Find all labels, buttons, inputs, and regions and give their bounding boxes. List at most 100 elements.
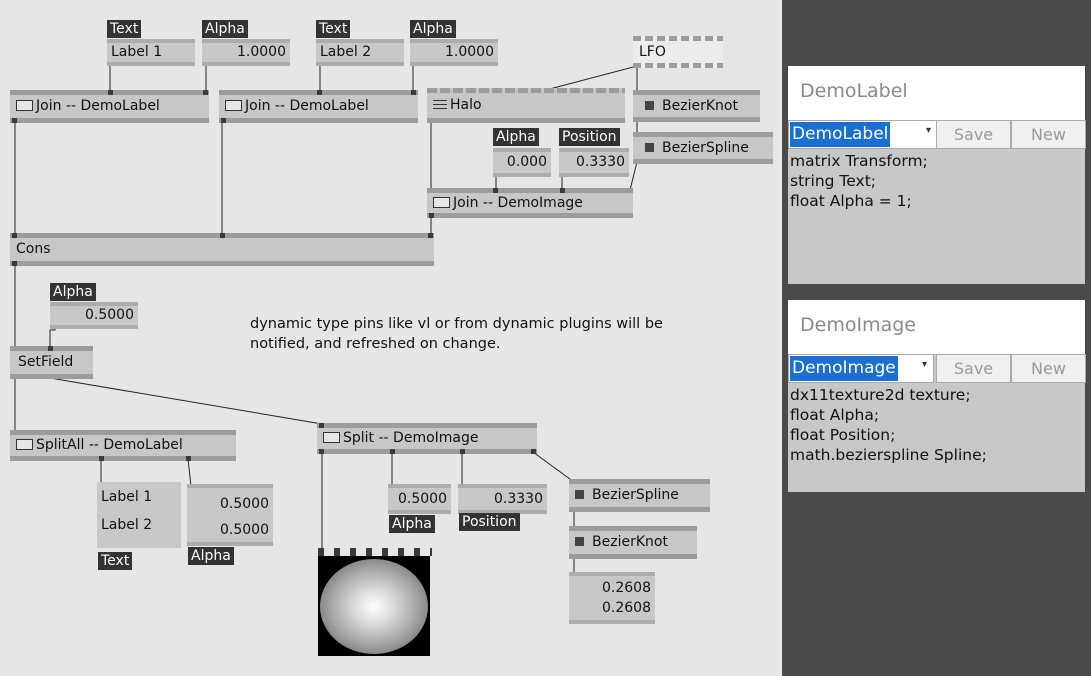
node-window-icon — [16, 439, 33, 450]
text2-tag: Text — [316, 20, 351, 38]
lfo-node[interactable]: LFO — [633, 36, 723, 68]
demoimage-panel-header: DemoImage — [788, 300, 1085, 354]
node-square-icon — [645, 101, 654, 110]
node-window-icon — [323, 432, 340, 443]
input-pin[interactable] — [220, 233, 225, 238]
demolabel-panel-header: DemoLabel — [788, 66, 1085, 120]
split-demoimage-node[interactable]: Split -- DemoImage — [317, 423, 537, 454]
halo-alpha-iobox[interactable]: 0.000 — [493, 148, 551, 177]
halo-alpha-tag: Alpha — [493, 128, 539, 146]
output-pin[interactable] — [531, 449, 536, 454]
splitall-alpha-value-1: 0.5000 — [220, 496, 269, 512]
knot-values-iobox[interactable]: 0.2608 0.2608 — [569, 572, 655, 624]
input-pin[interactable] — [560, 188, 565, 193]
demolabel-save-button[interactable]: Save — [936, 120, 1011, 149]
split-position-iobox[interactable]: 0.3330 — [458, 484, 547, 514]
setfield-node[interactable]: SetField — [10, 346, 93, 379]
join-demoimage-node[interactable]: Join -- DemoImage — [427, 188, 633, 218]
setfield-label: SetField — [18, 354, 74, 370]
join-demolabel-1-label: Join -- DemoLabel — [36, 98, 160, 114]
split-demoimage-label: Split -- DemoImage — [343, 430, 479, 446]
node-square-icon — [645, 143, 654, 152]
splitall-alpha-tag: Alpha — [188, 547, 234, 565]
node-window-icon — [225, 100, 242, 111]
input-pin[interactable] — [319, 423, 324, 428]
alpha1-value: 1.0000 — [237, 44, 286, 60]
output-pin[interactable] — [460, 449, 465, 454]
splitall-text-iobox[interactable]: Label 1 Label 2 — [97, 482, 181, 548]
output-pin[interactable] — [390, 449, 395, 454]
join-demolabel-2-label: Join -- DemoLabel — [245, 98, 369, 114]
split-alpha-iobox[interactable]: 0.5000 — [388, 484, 451, 514]
text2-value: Label 2 — [320, 44, 372, 60]
demoimage-save-button[interactable]: Save — [936, 354, 1011, 383]
join-demolabel-node-2[interactable]: Join -- DemoLabel — [219, 90, 418, 123]
splitall-text-tag: Text — [98, 552, 133, 570]
input-pin[interactable] — [12, 233, 17, 238]
bezierspline-bottom-label: BezierSpline — [592, 487, 679, 503]
demolabel-definition-text[interactable]: matrix Transform; string Text; float Alp… — [790, 152, 928, 210]
text2-iobox[interactable]: Label 2 — [316, 39, 404, 66]
renderer-preview[interactable] — [318, 556, 430, 656]
output-pin[interactable] — [221, 118, 226, 123]
join-demolabel-node-1[interactable]: Join -- DemoLabel — [10, 90, 209, 123]
halo-position-iobox[interactable]: 0.3330 — [559, 148, 629, 177]
output-pin[interactable] — [429, 213, 434, 218]
bezierknot-node-bottom[interactable]: BezierKnot — [569, 526, 697, 559]
join-demoimage-label: Join -- DemoImage — [453, 195, 583, 211]
demoimage-new-button[interactable]: New — [1011, 354, 1086, 383]
alpha2-iobox[interactable]: 1.0000 — [410, 39, 498, 66]
splitall-text-value-2: Label 2 — [101, 517, 153, 533]
output-pin[interactable] — [12, 118, 17, 123]
bezierspline-node-top[interactable]: BezierSpline — [633, 132, 773, 164]
setfield-alpha-iobox[interactable]: 0.5000 — [50, 302, 138, 329]
demolabel-panel-title: DemoLabel — [800, 80, 908, 102]
splitall-text-value-1: Label 1 — [101, 489, 153, 505]
bezierknot-node-top[interactable]: BezierKnot — [633, 90, 760, 122]
setfield-alpha-value: 0.5000 — [85, 307, 134, 323]
bezierknot-bottom-label: BezierKnot — [592, 534, 668, 550]
input-pin[interactable] — [411, 90, 416, 95]
output-pin[interactable] — [319, 449, 324, 454]
alpha1-iobox[interactable]: 1.0000 — [202, 39, 290, 66]
output-pin[interactable] — [186, 456, 191, 461]
demolabel-new-button[interactable]: New — [1011, 120, 1086, 149]
sphere-image — [320, 559, 428, 654]
dropdown-arrow-icon: ▾ — [925, 125, 931, 136]
node-square-icon — [575, 490, 584, 499]
split-position-tag: Position — [459, 513, 520, 531]
demoimage-definition-text[interactable]: dx11texture2d texture; float Alpha; floa… — [790, 386, 987, 464]
input-pin[interactable] — [203, 90, 208, 95]
splitall-demolabel-node[interactable]: SplitAll -- DemoLabel — [10, 430, 236, 461]
alpha2-tag: Alpha — [410, 20, 456, 38]
split-position-value: 0.3330 — [494, 491, 543, 507]
demoimage-selected-type: DemoImage — [790, 356, 898, 381]
halo-node[interactable]: Halo — [427, 88, 625, 123]
dropdown-arrow-icon: ▾ — [921, 359, 927, 370]
input-pin[interactable] — [108, 90, 113, 95]
lfo-label: LFO — [639, 44, 666, 60]
node-window-icon — [433, 197, 450, 208]
node-window-icon — [16, 100, 33, 111]
text1-iobox[interactable]: Label 1 — [107, 39, 195, 66]
patch-canvas[interactable]: Text Label 1 Alpha 1.0000 Text Label 2 A… — [0, 0, 782, 676]
demolabel-type-select[interactable]: DemoLabel ▾ — [788, 120, 938, 149]
output-pin[interactable] — [99, 456, 104, 461]
input-pin[interactable] — [493, 188, 498, 193]
input-pin[interactable] — [428, 233, 433, 238]
alpha1-tag: Alpha — [202, 20, 248, 38]
demoimage-panel: DemoImage DemoImage ▾ Save New dx11textu… — [788, 300, 1086, 492]
knot-value-2: 0.2608 — [602, 600, 651, 616]
demolabel-selected-type: DemoLabel — [790, 122, 891, 147]
split-alpha-value: 0.5000 — [398, 491, 447, 507]
halo-alpha-value: 0.000 — [506, 154, 547, 170]
bezierspline-node-bottom[interactable]: BezierSpline — [569, 479, 710, 512]
input-pin[interactable] — [317, 90, 322, 95]
cons-node[interactable]: Cons — [10, 233, 434, 266]
splitall-alpha-iobox[interactable]: 0.5000 0.5000 — [187, 484, 273, 546]
demoimage-type-select[interactable]: DemoImage ▾ — [788, 354, 934, 383]
input-pin[interactable] — [48, 346, 53, 351]
splitall-alpha-value-2: 0.5000 — [220, 522, 269, 538]
output-pin[interactable] — [12, 261, 17, 266]
bezierknot-top-label: BezierKnot — [662, 98, 738, 114]
